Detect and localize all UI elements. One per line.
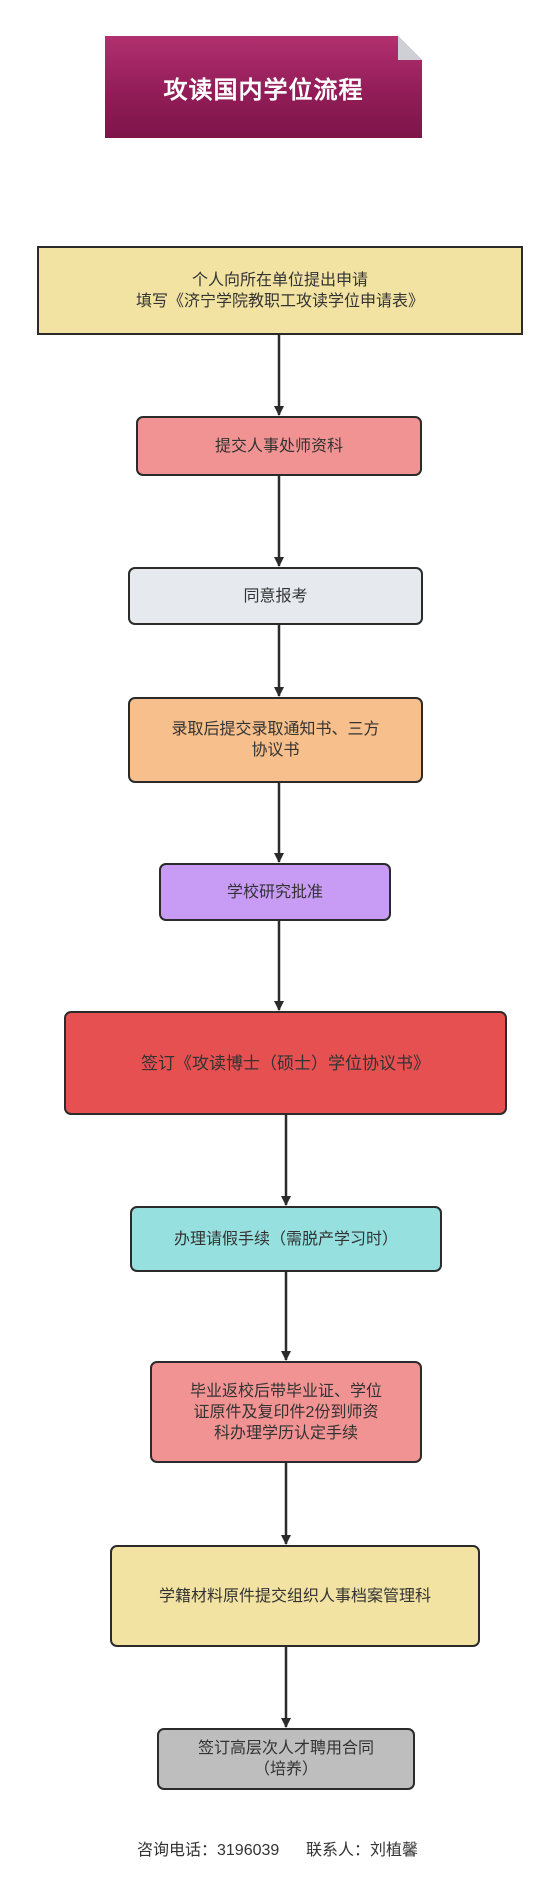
step-apply-to-unit: 个人向所在单位提出申请 填写《济宁学院教职工攻读学位申请表》 bbox=[37, 246, 523, 335]
step-line: 签订高层次人才聘用合同 bbox=[197, 1740, 374, 1757]
step-school-approval: 学校研究批准 bbox=[159, 863, 391, 921]
step-line: 提交人事处师资科 bbox=[214, 437, 343, 455]
step-submit-archives: 学籍材料原件提交组织人事档案管理科 bbox=[110, 1545, 480, 1647]
step-line: 个人向所在单位提出申请 bbox=[191, 271, 368, 289]
page-title: 攻读国内学位流程 bbox=[163, 76, 364, 104]
step-line: 同意报考 bbox=[243, 587, 308, 605]
step-line: 填写《济宁学院教职工攻读学位申请表》 bbox=[135, 292, 424, 310]
step-sign-contract: 签订高层次人才聘用合同 （培养） bbox=[157, 1728, 415, 1790]
step-submit-admission: 录取后提交录取通知书、三方 协议书 bbox=[128, 697, 423, 783]
step-line: 办理请假手续（需脱产学习时） bbox=[173, 1230, 398, 1248]
title-banner: 攻读国内学位流程 bbox=[105, 36, 422, 138]
step-line: 签订《攻读博士（硕士）学位协议书》 bbox=[141, 1053, 430, 1073]
step-submit-to-hr: 提交人事处师资科 bbox=[136, 416, 422, 476]
contact-phone: 咨询电话：3196039 bbox=[137, 1842, 280, 1859]
step-line: 学籍材料原件提交组织人事档案管理科 bbox=[158, 1587, 431, 1605]
step-line: 证原件及复印件2份到师资 bbox=[193, 1403, 379, 1421]
step-leave-procedure: 办理请假手续（需脱产学习时） bbox=[130, 1206, 442, 1272]
step-line: 学校研究批准 bbox=[226, 883, 323, 901]
step-line: 毕业返校后带毕业证、学位 bbox=[189, 1382, 382, 1400]
step-degree-certification: 毕业返校后带毕业证、学位 证原件及复印件2份到师资 科办理学历认定手续 bbox=[150, 1361, 422, 1463]
footer-contact: 咨询电话：3196039 联系人：刘植馨 bbox=[0, 1836, 555, 1860]
step-sign-agreement: 签订《攻读博士（硕士）学位协议书》 bbox=[64, 1011, 507, 1115]
footer-spacer bbox=[279, 1842, 306, 1859]
step-line: 录取后提交录取通知书、三方 bbox=[171, 721, 380, 738]
step-line: 科办理学历认定手续 bbox=[213, 1424, 358, 1442]
step-line: 协议书 bbox=[251, 742, 300, 759]
contact-person: 联系人：刘植馨 bbox=[305, 1842, 418, 1859]
step-approve-exam: 同意报考 bbox=[128, 567, 423, 625]
step-line: （培养） bbox=[253, 1761, 318, 1778]
